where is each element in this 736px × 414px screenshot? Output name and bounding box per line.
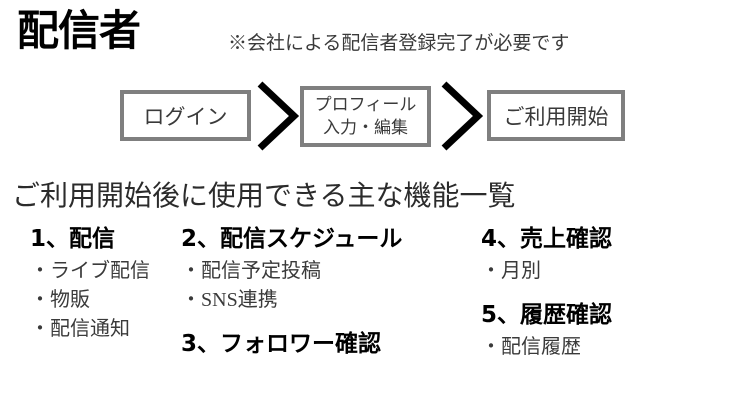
feature-column: 1、配信 ・ライブ配信 ・物販 ・配信通知 <box>30 226 182 344</box>
section-heading: ご利用開始後に使用できる主な機能一覧 <box>12 181 516 212</box>
feature-group: 5、履歴確認 ・配信履歴 <box>481 302 711 362</box>
feature-item: ・ライブ配信 <box>30 260 150 283</box>
chevron-right-icon <box>440 80 484 152</box>
chevron-right-icon <box>256 80 300 152</box>
feature-heading: 2、配信スケジュール <box>181 226 403 252</box>
feature-group: 2、配信スケジュール ・配信予定投稿 ・SNS連携 <box>181 226 453 315</box>
feature-list: 1、配信 ・ライブ配信 ・物販 ・配信通知 2、配信スケジュール ・配信予定投稿… <box>0 226 736 406</box>
feature-item: ・配信予定投稿 <box>181 260 321 283</box>
feature-column: 2、配信スケジュール ・配信予定投稿 ・SNS連携 3、フォロワー確認 <box>181 226 453 362</box>
flow-step-profile-line2: 入力・編集 <box>323 117 408 137</box>
feature-group: 1、配信 ・ライブ配信 ・物販 ・配信通知 <box>30 226 182 344</box>
feature-item: ・配信通知 <box>30 318 130 341</box>
flow-diagram: ログイン プロフィール 入力・編集 ご利用開始 <box>0 80 736 156</box>
feature-item: ・配信履歴 <box>481 336 581 359</box>
header-note: ※会社による配信者登録完了が必要です <box>228 33 570 54</box>
flow-step-login[interactable]: ログイン <box>120 90 251 141</box>
feature-group: 3、フォロワー確認 <box>181 331 453 358</box>
page-title: 配信者 <box>17 6 141 55</box>
feature-item: ・SNS連携 <box>181 289 278 312</box>
feature-column: 4、売上確認 ・月別 5、履歴確認 ・配信履歴 <box>481 226 711 362</box>
flow-step-start-label: ご利用開始 <box>503 104 609 129</box>
feature-heading: 5、履歴確認 <box>481 302 613 329</box>
flow-step-login-label: ログイン <box>143 104 228 129</box>
flow-step-profile[interactable]: プロフィール 入力・編集 <box>300 86 431 147</box>
feature-item: ・月別 <box>481 260 541 283</box>
feature-group: 4、売上確認 ・月別 <box>481 226 711 286</box>
flow-step-profile-line1: プロフィール <box>314 94 417 114</box>
feature-heading: 1、配信 <box>30 226 116 252</box>
flow-step-start[interactable]: ご利用開始 <box>487 90 625 141</box>
feature-heading: 3、フォロワー確認 <box>181 331 382 358</box>
feature-item: ・物販 <box>30 289 90 312</box>
feature-heading: 4、売上確認 <box>481 226 613 252</box>
